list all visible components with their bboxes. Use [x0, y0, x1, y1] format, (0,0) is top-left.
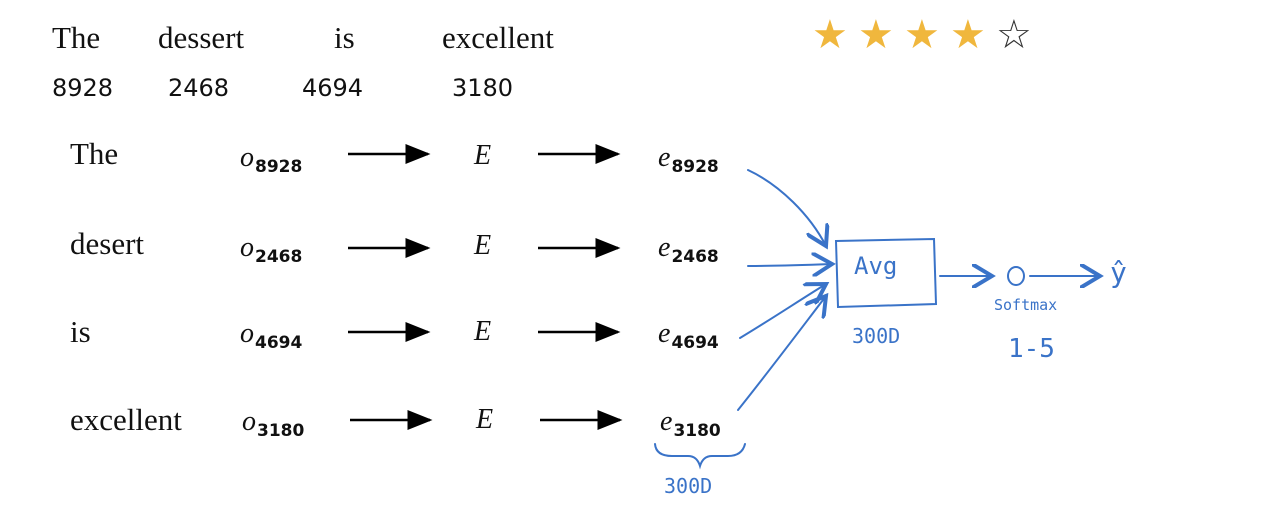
output-node [1007, 266, 1025, 286]
header-index-1: 8928 [52, 74, 114, 102]
header-index-2: 2468 [168, 74, 230, 102]
embedding-matrix-2: E [474, 230, 492, 261]
ink-arrow-embed-1-to-avg [747, 169, 826, 246]
header-word-3: is [334, 20, 355, 55]
header-word-2: dessert [158, 20, 245, 55]
onehot-vector-3: o4694 [240, 318, 303, 353]
embedding-vector-1: e8928 [658, 142, 719, 177]
embedding-matrix-4: E [476, 404, 494, 435]
ink-arrow-embed-2-to-avg [747, 264, 832, 266]
header-word-4: excellent [442, 20, 554, 55]
row-word-3: is [70, 314, 91, 349]
star-filled-icon: ★ [950, 12, 986, 58]
avg-label: Avg [854, 252, 898, 280]
avg-box [834, 237, 938, 309]
star-filled-icon: ★ [904, 12, 940, 58]
header-index-3: 4694 [302, 74, 364, 102]
prediction-y-hat: ŷ [1110, 256, 1127, 289]
star-filled-icon: ★ [858, 12, 894, 58]
ink-arrow-embed-4-to-avg [737, 296, 826, 411]
onehot-vector-2: o2468 [240, 232, 303, 267]
embedding-vector-2: e2468 [658, 232, 719, 267]
star-empty-icon: ☆ [996, 12, 1032, 58]
avg-dimension: 300D [852, 324, 901, 348]
row-word-2: desert [70, 226, 145, 261]
header-word-1: The [52, 20, 101, 55]
embedding-matrix-1: E [474, 140, 492, 171]
onehot-vector-4: o3180 [242, 406, 305, 441]
softmax-range: 1-5 [1008, 334, 1055, 364]
row-word-4: excellent [70, 402, 182, 437]
embedding-vector-3: e4694 [658, 318, 719, 353]
header-index-4: 3180 [452, 74, 514, 102]
ink-arrow-embed-3-to-avg [739, 284, 826, 339]
row-word-1: The [70, 136, 119, 171]
embedding-vector-4: e3180 [660, 406, 721, 441]
embedding-dimension: 300D [664, 474, 713, 498]
embedding-matrix-3: E [474, 316, 492, 347]
onehot-vector-1: o8928 [240, 142, 303, 177]
softmax-label: Softmax [994, 296, 1058, 314]
dimension-brace [654, 443, 746, 470]
star-filled-icon: ★ [812, 12, 848, 58]
